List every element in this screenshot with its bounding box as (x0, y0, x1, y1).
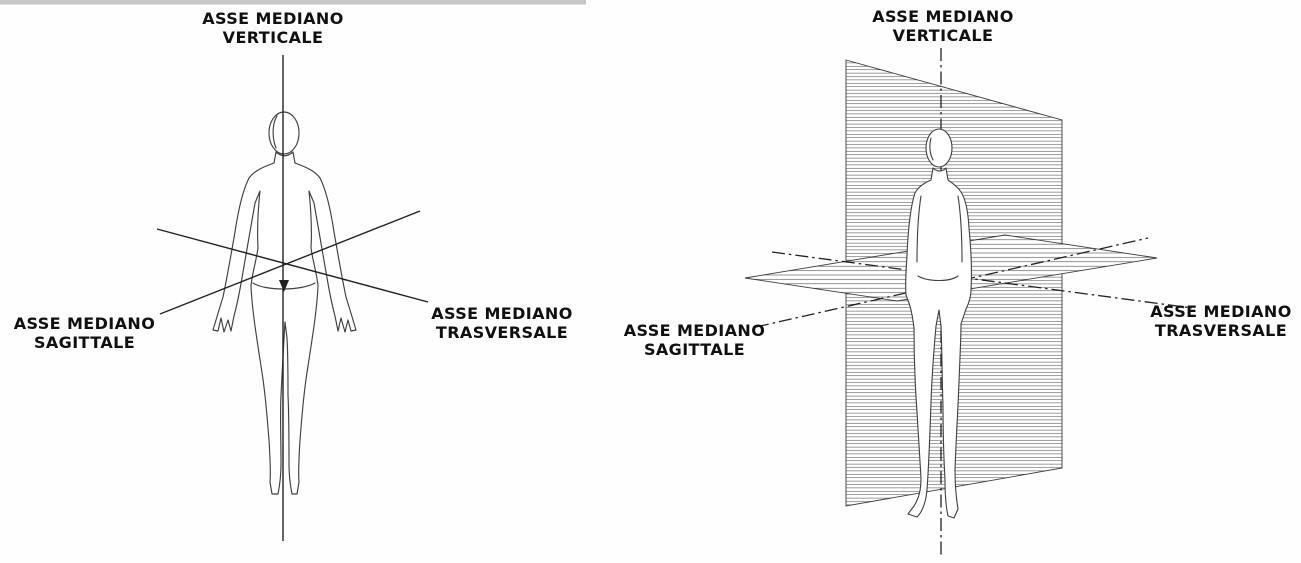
vertical-axis-arrowhead (279, 280, 289, 292)
human-figure-front-silhouette (212, 151, 357, 495)
human-figure-front (212, 111, 357, 495)
head-perspective (925, 128, 953, 168)
label-right-sagittal-axis: ASSE MEDIANO SAGITTALE (612, 321, 777, 359)
transverse-axis-dashdot (771, 251, 1193, 309)
right-arm-separation-line (957, 195, 963, 263)
label-left-sagittal-axis: ASSE MEDIANO SAGITTALE (2, 314, 167, 352)
label-right-transverse-line2: TRASVERSALE (1154, 321, 1288, 340)
waist-line-perspective (917, 275, 959, 282)
face-line-front (272, 115, 278, 149)
label-left-sagittal-line2: SAGITTALE (33, 333, 136, 352)
head-front (268, 111, 300, 155)
scan-streak-artifact (0, 0, 586, 5)
sagittal-axis-line (159, 210, 421, 315)
label-right-sagittal-line1: ASSE MEDIANO (623, 321, 766, 340)
label-left-transverse-line1: ASSE MEDIANO (431, 304, 573, 323)
left-axis-lines (156, 55, 429, 541)
label-left-vertical-line1: ASSE MEDIANO (202, 9, 344, 28)
label-left-vertical-axis: ASSE MEDIANO VERTICALE (178, 9, 368, 47)
label-right-transverse-line1: ASSE MEDIANO (1150, 302, 1292, 321)
human-figure-perspective (905, 128, 972, 519)
left-axes-diagram (156, 55, 429, 541)
right-axes-diagram (744, 48, 1193, 556)
label-left-vertical-line2: VERTICALE (222, 28, 324, 47)
label-right-vertical-axis: ASSE MEDIANO VERTICALE (848, 7, 1038, 45)
label-right-transverse-axis: ASSE MEDIANO TRASVERSALE (1142, 302, 1300, 340)
left-arm-separation-line (916, 195, 922, 263)
face-line-perspective (929, 137, 934, 161)
label-right-vertical-line1: ASSE MEDIANO (872, 7, 1014, 26)
label-right-sagittal-line2: SAGITTALE (643, 340, 746, 359)
label-right-vertical-line2: VERTICALE (892, 26, 994, 45)
label-left-transverse-line2: TRASVERSALE (435, 323, 569, 342)
label-left-transverse-axis: ASSE MEDIANO TRASVERSALE (416, 304, 588, 342)
transverse-axis-line (156, 228, 429, 303)
human-figure-perspective-silhouette (905, 167, 972, 519)
label-left-sagittal-line1: ASSE MEDIANO (13, 314, 156, 333)
